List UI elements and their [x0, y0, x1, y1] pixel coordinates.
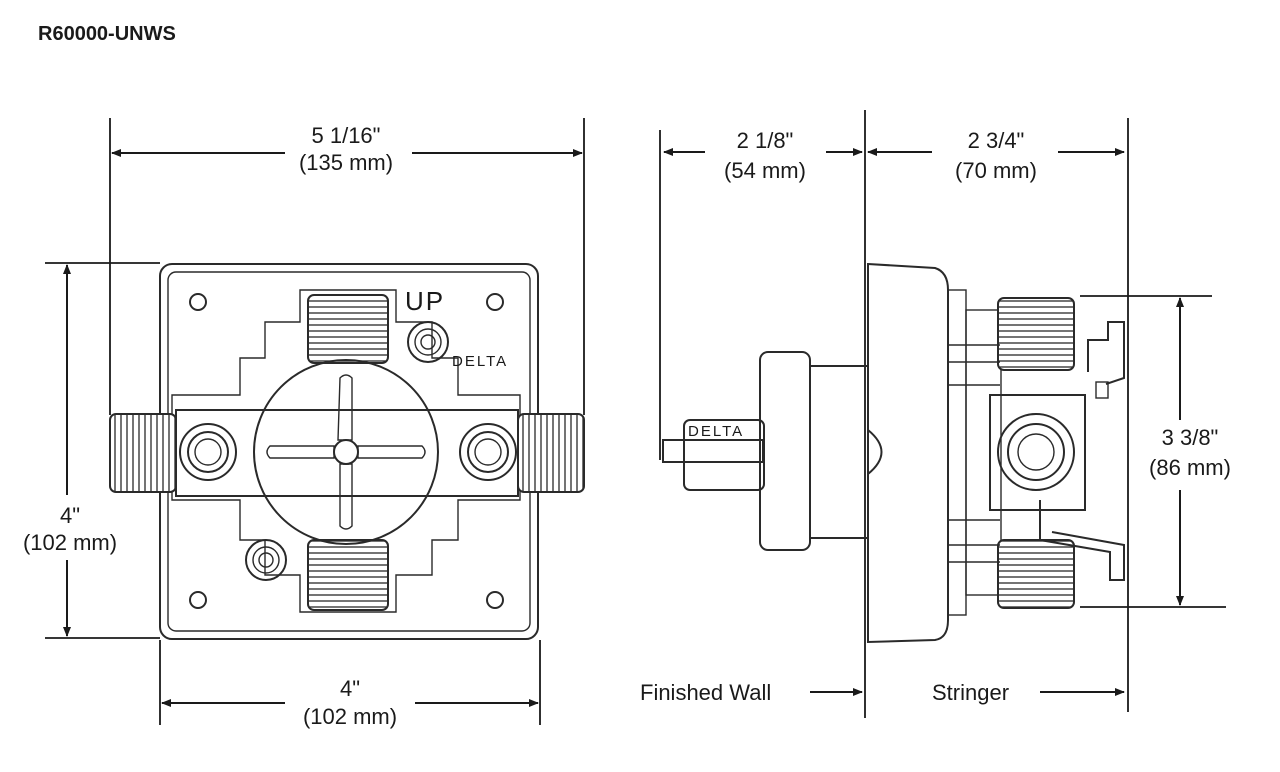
side-view: DELTA 2 1/8" (54 mm): [640, 110, 1231, 718]
outlet-span-label-in: 3 3/8": [1162, 425, 1219, 450]
right-inlet-thread: [517, 413, 585, 493]
brand-marking-side: DELTA: [688, 423, 744, 440]
height-label-mm: (102 mm): [23, 530, 117, 555]
left-inlet-thread: [109, 413, 177, 493]
model-title: R60000-UNWS: [38, 23, 176, 45]
bottom-label-in: 4": [340, 676, 360, 701]
rear-depth-label-mm: (70 mm): [955, 158, 1037, 183]
up-marking: UP: [405, 286, 445, 316]
bottom-port-thread: [307, 539, 389, 611]
front-depth-label-in: 2 1/8": [737, 128, 794, 153]
top-port-thread: [307, 294, 389, 364]
front-depth-label-mm: (54 mm): [724, 158, 806, 183]
outlet-span-label-mm: (86 mm): [1149, 455, 1231, 480]
stringer-label: Stringer: [932, 680, 1009, 705]
bottom-label-mm: (102 mm): [303, 704, 397, 729]
cartridge-hub: [253, 359, 439, 545]
finished-wall-label: Finished Wall: [640, 680, 771, 705]
width-label-in: 5 1/16": [312, 123, 381, 148]
rear-depth-label-in: 2 3/4": [968, 128, 1025, 153]
width-label-mm: (135 mm): [299, 150, 393, 175]
height-label-in: 4": [60, 503, 80, 528]
brand-marking-front: DELTA: [452, 353, 508, 370]
front-view: UP DELTA 5 1/16" (135 mm) 4" (102 mm) 4"…: [23, 118, 585, 729]
